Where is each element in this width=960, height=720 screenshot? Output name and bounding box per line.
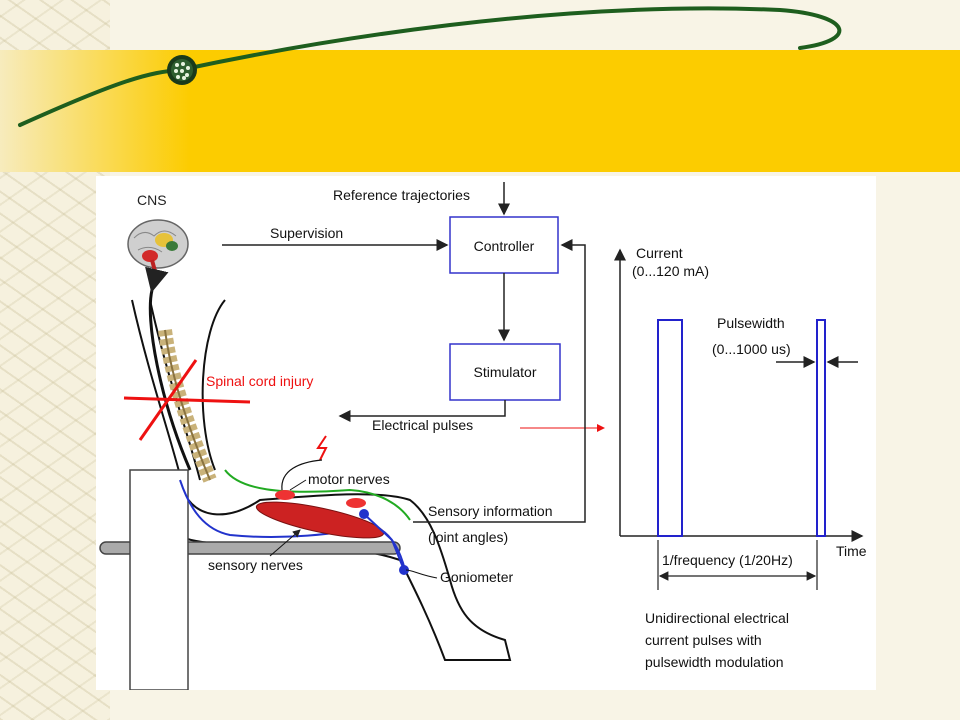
reference-trajectories-label: Reference trajectories [333, 187, 470, 203]
sensory-information-label-2: (joint angles) [428, 529, 508, 545]
caption-line-1: Unidirectional electrical [645, 610, 789, 626]
seat [99, 469, 401, 691]
current-label-2: (0...120 mA) [632, 263, 709, 279]
sensory-nerves-leader [269, 529, 301, 557]
time-label: Time [836, 543, 867, 559]
goniometer-icon [359, 509, 409, 575]
caption-line-2: current pulses with [645, 632, 762, 648]
sensory-information-label-1: Sensory information [428, 503, 553, 519]
electrode-2 [346, 498, 366, 508]
stimulator-label: Stimulator [473, 364, 536, 380]
fes-diagram-panel: CNS Spinal cord injury [96, 176, 876, 691]
controller-label: Controller [474, 238, 535, 254]
goniometer-label: Goniometer [440, 569, 513, 585]
supervision-label: Supervision [270, 225, 343, 241]
pulse-1 [657, 319, 683, 537]
feedback-path [413, 239, 586, 523]
caption-line-3: pulsewidth modulation [645, 654, 784, 670]
motor-nerve-path [224, 469, 411, 521]
period-label: 1/frequency (1/20Hz) [662, 552, 793, 568]
title-band-fade [0, 50, 190, 172]
motor-nerves-label: motor nerves [308, 471, 390, 487]
controller-box [449, 216, 559, 274]
pulse-2 [816, 319, 826, 537]
brain-icon [127, 219, 189, 283]
fes-diagram: CNS Spinal cord injury [99, 182, 867, 691]
bolt-lead [281, 459, 323, 491]
electrode-1 [275, 490, 295, 500]
decorative-swoosh [18, 6, 842, 127]
motor-nerves-leader [289, 479, 307, 491]
cns-label: CNS [137, 192, 167, 208]
stimulation-bolt-icon [316, 435, 328, 461]
current-label-1: Current [636, 245, 683, 261]
ascending-tract [145, 266, 192, 471]
stimulator-output-line [338, 400, 506, 422]
goniometer-leader [405, 569, 438, 579]
sensory-nerves-label: sensory nerves [208, 557, 303, 573]
injury-cross-icon [123, 359, 251, 441]
pulsewidth-label-1: Pulsewidth [717, 315, 785, 331]
spinal-cord-injury-label: Spinal cord injury [206, 373, 313, 389]
pulsewidth-label-2: (0...1000 us) [712, 341, 791, 357]
decorative-orb-icon [167, 55, 197, 85]
stimulator-box [449, 343, 561, 401]
spine-icon [158, 329, 217, 483]
electrical-pulses-label: Electrical pulses [372, 417, 473, 433]
